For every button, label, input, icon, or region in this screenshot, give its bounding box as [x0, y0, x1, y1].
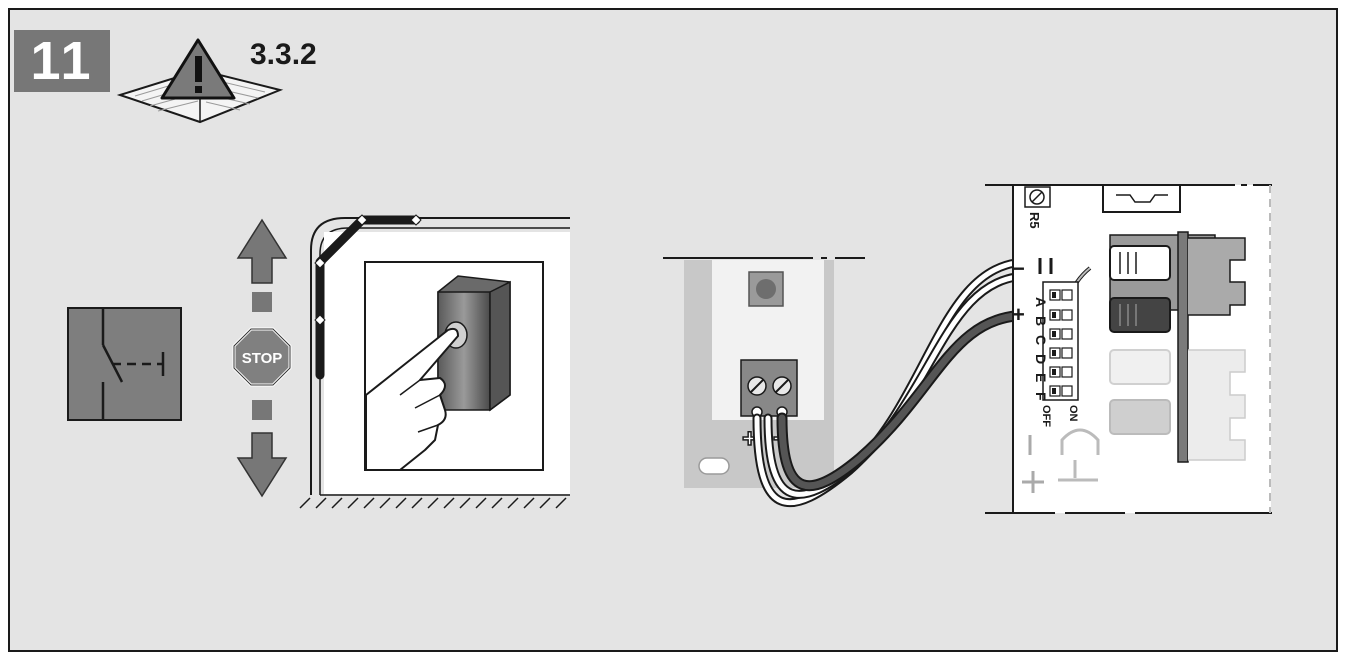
board-plus-label: + — [1012, 302, 1025, 327]
travel-dash — [252, 400, 272, 420]
dip-on-label: ON — [1067, 405, 1079, 422]
control-board: R5 — [985, 184, 1272, 514]
stop-sign-icon: STOP — [232, 327, 292, 387]
dip-letter: F — [1033, 392, 1049, 401]
hand-pressing-button-icon — [364, 261, 544, 471]
step-number-badge: 11 — [14, 30, 110, 92]
down-arrow-icon — [236, 432, 288, 498]
manual-warning-icon — [116, 38, 284, 124]
dip-letter: E — [1033, 373, 1049, 382]
travel-dash — [252, 292, 272, 312]
stop-sign-label: STOP — [242, 350, 283, 367]
push-button-module — [663, 257, 880, 488]
potentiometer-label: R5 — [1027, 212, 1042, 229]
safety-edge — [314, 214, 422, 380]
dip-letter: A — [1033, 297, 1049, 307]
dip-letter: D — [1033, 354, 1049, 364]
manual-section-reference: 3.3.2 — [250, 38, 317, 71]
board-minus-label: − — [1012, 256, 1025, 281]
nc-switch-symbol-icon — [67, 307, 182, 421]
up-arrow-icon — [236, 218, 288, 284]
dip-letter: C — [1033, 335, 1049, 345]
dip-off-label: OFF — [1040, 405, 1052, 427]
dip-letter: B — [1033, 316, 1049, 326]
cable-bundle — [752, 257, 1116, 508]
